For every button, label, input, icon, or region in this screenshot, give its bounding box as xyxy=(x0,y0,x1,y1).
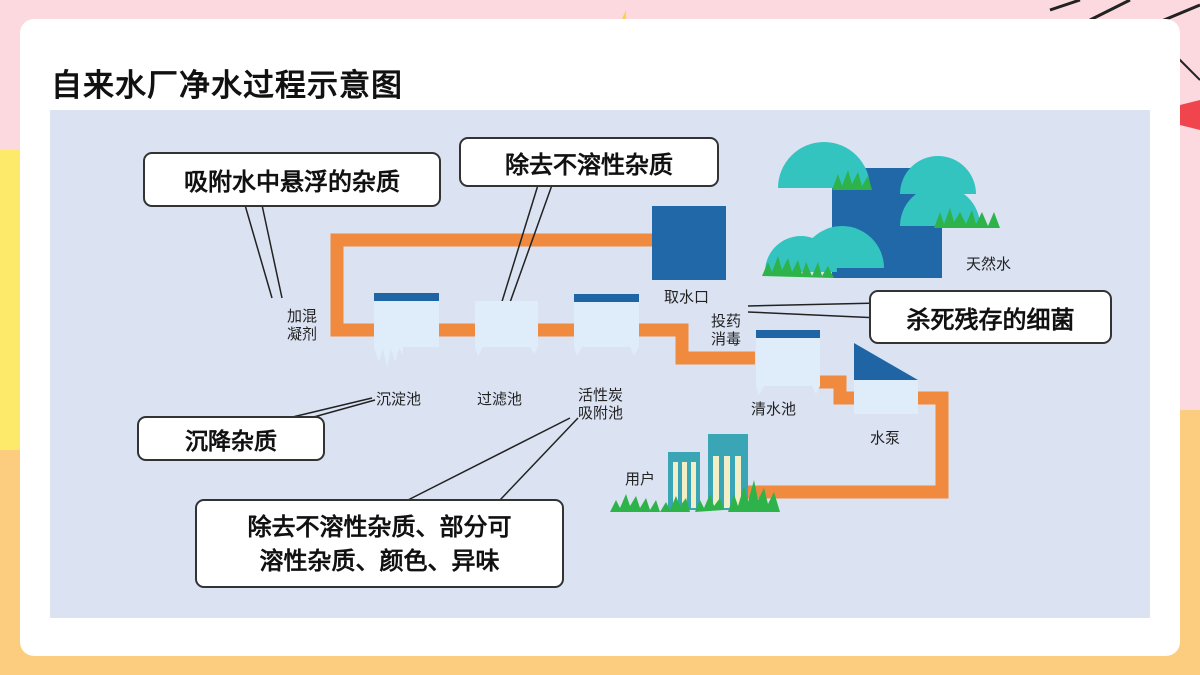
activated-carbon-tank xyxy=(574,294,639,356)
users-label: 用户 xyxy=(625,470,656,488)
carbon-tank-label-line2: 吸附池 xyxy=(578,404,624,422)
page-title: 自来水厂净水过程示意图 xyxy=(51,68,403,104)
user-buildings xyxy=(610,434,780,512)
sedimentation-tank xyxy=(374,293,439,368)
clean-water-tank xyxy=(756,330,820,395)
callout-remove-insoluble-impurities: 除去不溶性杂质 xyxy=(459,137,719,187)
callout-adsorb-suspended-impurities: 吸附水中悬浮的杂质 xyxy=(143,152,441,207)
callout-settle-impurities: 沉降杂质 xyxy=(137,416,325,461)
water-intake-block xyxy=(652,206,726,280)
natural-water-scene xyxy=(762,142,1000,278)
callout-kill-bacteria: 杀死残存的细菌 xyxy=(869,290,1112,344)
dosing-label-line2: 消毒 xyxy=(711,330,742,348)
dosing-label-line1: 投药 xyxy=(711,312,742,330)
coagulant-label-line2: 凝剂 xyxy=(287,325,318,343)
carbon-tank-label: 活性炭 吸附池 xyxy=(578,386,623,422)
carbon-tank-label-line1: 活性炭 xyxy=(578,386,624,404)
clean-water-tank-label: 清水池 xyxy=(751,400,797,418)
coagulant-label-line1: 加混 xyxy=(287,307,318,325)
pump-label: 水泵 xyxy=(870,429,901,447)
callout-carbon-effect-line1: 除去不溶性杂质、部分可 xyxy=(247,512,512,541)
sedimentation-tank-label: 沉淀池 xyxy=(376,390,422,408)
pump-house xyxy=(854,343,918,414)
water-intake-label: 取水口 xyxy=(664,288,710,306)
natural-water-label: 天然水 xyxy=(966,255,1012,273)
callout-carbon-adsorption-effect: 除去不溶性杂质、部分可 溶性杂质、颜色、异味 xyxy=(195,499,564,588)
filter-tank-label: 过滤池 xyxy=(477,390,523,408)
dosing-disinfection-label: 投药 消毒 xyxy=(711,312,741,348)
coagulant-label: 加混 凝剂 xyxy=(287,307,317,343)
filter-tank xyxy=(475,301,538,356)
callout-carbon-effect-line2: 溶性杂质、颜色、异味 xyxy=(259,546,500,575)
